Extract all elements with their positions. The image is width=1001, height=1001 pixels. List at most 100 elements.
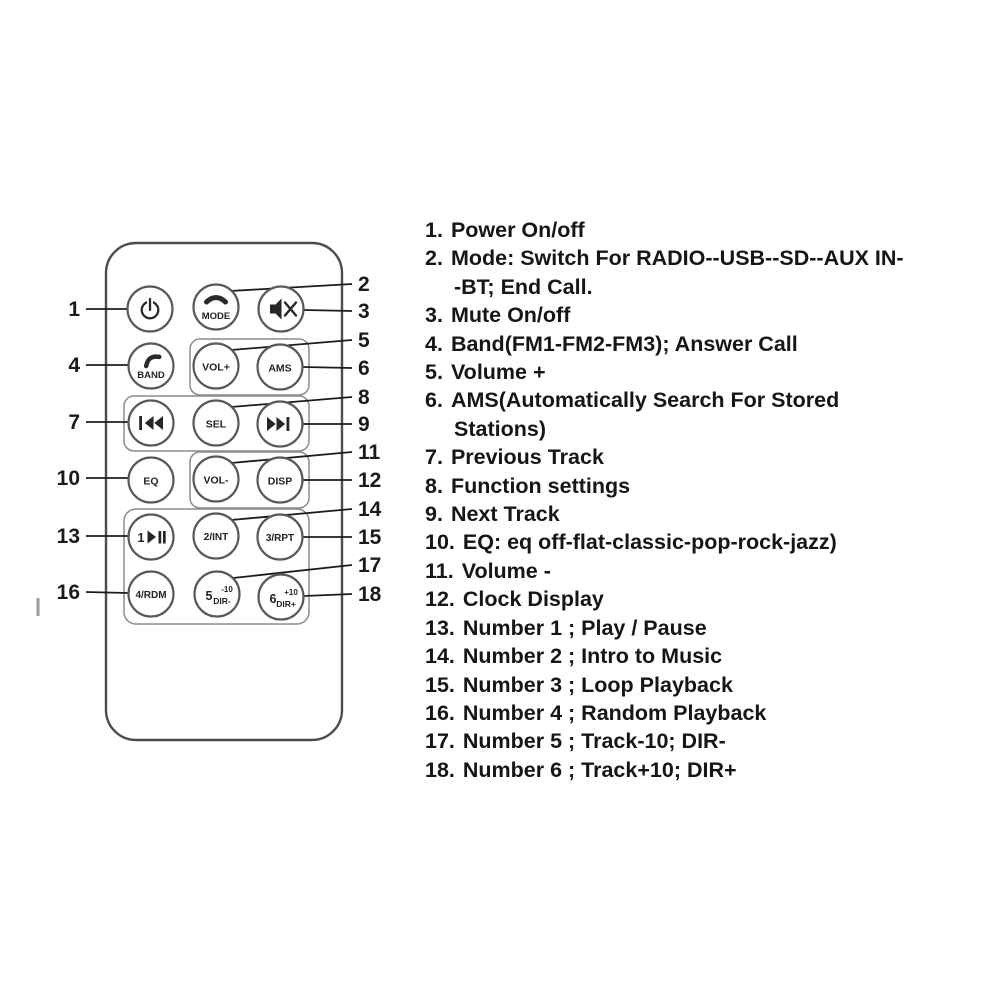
legend-item-text: Number 4 ; Random Playback: [462, 700, 767, 725]
legend-item: 17.Number 5 ; Track-10; DIR-: [425, 727, 1000, 755]
callout-8: 8: [358, 386, 370, 409]
legend-item: 9. Next Track: [425, 500, 1000, 528]
callout-9: 9: [358, 413, 370, 436]
key-4-label: 4/RDM: [135, 590, 166, 601]
key-3-label: 3/RPT: [266, 533, 294, 544]
key-2-label: 2/INT: [204, 532, 228, 543]
legend-item-number: 3.: [425, 303, 443, 328]
phone-handset-icon: [143, 354, 162, 369]
callout-1: 1: [68, 298, 80, 321]
legend-item-text: Previous Track: [450, 445, 604, 470]
callout-14: 14: [358, 498, 382, 521]
legend-item: 18.Number 6 ; Track+10; DIR+: [425, 756, 1000, 784]
callout-13: 13: [57, 525, 80, 548]
key-2-intro-button: 2/INT: [192, 512, 240, 560]
volume-up-button: VOL+: [192, 342, 240, 390]
legend-item-text: Mode: Switch For RADIO--USB--SD--AUX IN-…: [450, 246, 904, 299]
key-6-dir-plus-label: DIR+: [276, 599, 296, 609]
legend-item-number: 13.: [425, 615, 455, 640]
callout-11: 11: [358, 441, 381, 464]
legend-item-text: Number 3 ; Loop Playback: [462, 672, 733, 697]
vol-plus-label: VOL+: [202, 362, 230, 374]
key-5-dir-minus-label: DIR-: [213, 596, 231, 606]
display-button: DISP: [256, 456, 304, 504]
legend-item-number: 15.: [425, 672, 455, 697]
next-track-button: [256, 400, 304, 448]
legend-item: 16.Number 4 ; Random Playback: [425, 699, 1000, 727]
callout-10: 10: [57, 467, 80, 490]
band-label: BAND: [137, 370, 165, 381]
legend-item-number: 6.: [425, 388, 443, 413]
ams-label: AMS: [268, 363, 291, 375]
legend-item-number: 2.: [425, 246, 443, 271]
legend-item-number: 8.: [425, 473, 443, 498]
callout-17: 17: [358, 554, 381, 577]
phone-handset-icon: [204, 295, 228, 305]
legend-item-text: Number 1 ; Play / Pause: [462, 615, 707, 640]
callout-15: 15: [358, 526, 382, 549]
legend-item-text: Volume +: [450, 360, 546, 385]
legend-item: 6.AMS(Automatically Search For Stored St…: [425, 386, 1000, 443]
legend-item: 1.Power On/off: [425, 216, 1000, 244]
eq-button: EQ: [127, 456, 175, 504]
disp-label: DISP: [268, 476, 293, 488]
legend-item: 15. Number 3 ; Loop Playback: [425, 671, 1000, 699]
legend-item-text: Power On/off: [450, 218, 585, 242]
key-3-repeat-button: 3/RPT: [256, 513, 304, 561]
select-button: SEL: [192, 399, 240, 447]
legend-item-number: 9.: [425, 502, 443, 527]
legend-item-text: EQ: eq off-flat-classic-pop-rock-jazz): [462, 530, 837, 555]
legend-item: 3.Mute On/off: [425, 301, 1000, 329]
legend-item: 14. Number 2 ; Intro to Music: [425, 642, 1000, 670]
eq-label: EQ: [143, 476, 158, 488]
mute-speaker-icon: [270, 298, 298, 320]
callout-16: 16: [57, 581, 80, 604]
power-button: [126, 285, 174, 333]
key-6-plus10-label: +10: [284, 588, 298, 597]
band-button: BAND: [127, 342, 175, 390]
legend-item-number: 7.: [425, 445, 443, 470]
power-icon: [140, 297, 160, 320]
callout-18: 18: [358, 583, 382, 606]
legend-item-number: 14.: [425, 644, 455, 669]
key-4-random-button: 4/RDM: [127, 570, 175, 618]
previous-track-button: [127, 399, 175, 447]
key-5-dir-minus-button: 5 -10 DIR-: [193, 570, 241, 618]
key-5-minus10-label: -10: [221, 585, 233, 594]
callout-5: 5: [358, 329, 370, 352]
previous-track-icon: [139, 416, 163, 430]
legend-item: 11. Volume -: [425, 557, 1000, 585]
legend-item-text: Volume -: [461, 558, 551, 583]
legend-item: 4.Band(FM1-FM2-FM3); Answer Call: [425, 330, 1000, 358]
remote-control-diagram: MODE BAND VOL+ AMS: [36, 241, 382, 742]
legend-item-text: Next Track: [450, 502, 560, 527]
key-6-dir-plus-button: 6 +10 DIR+: [257, 573, 305, 621]
ams-button: AMS: [256, 343, 304, 391]
callout-4: 4: [68, 354, 80, 377]
legend-item: 12.Clock Display: [425, 585, 1000, 613]
legend-item: 8. Function settings: [425, 472, 1000, 500]
legend-item-text: Clock Display: [462, 587, 604, 612]
play-pause-icon: [147, 530, 166, 544]
callout-6: 6: [358, 357, 370, 380]
vol-minus-label: VOL-: [203, 475, 229, 487]
legend-item-number: 18.: [425, 757, 455, 782]
callout-12: 12: [358, 469, 381, 492]
mode-button: MODE: [192, 283, 240, 331]
legend-item: 7. Previous Track: [425, 443, 1000, 471]
callout-3: 3: [358, 300, 370, 323]
sel-label: SEL: [206, 419, 227, 431]
mute-button: [257, 285, 305, 333]
legend-item-text: Function settings: [450, 473, 631, 498]
callout-lines: [85, 283, 353, 597]
legend: 1.Power On/off 2. Mode: Switch For RADIO-…: [425, 216, 1000, 784]
callout-numbers: 1 4 7 10 13 16 2 3 5 6 8 9 11 12 14 15 1…: [57, 273, 382, 606]
next-track-icon: [267, 417, 290, 431]
legend-item-text: Number 5 ; Track-10; DIR-: [462, 729, 726, 754]
legend-item-text: Band(FM1-FM2-FM3); Answer Call: [450, 331, 798, 356]
legend-item-text: Number 2 ; Intro to Music: [462, 644, 723, 669]
key-5-label: 5: [206, 589, 213, 603]
legend-item: 2. Mode: Switch For RADIO--USB--SD--AUX I…: [425, 244, 1000, 301]
legend-item-number: 11.: [425, 558, 454, 583]
